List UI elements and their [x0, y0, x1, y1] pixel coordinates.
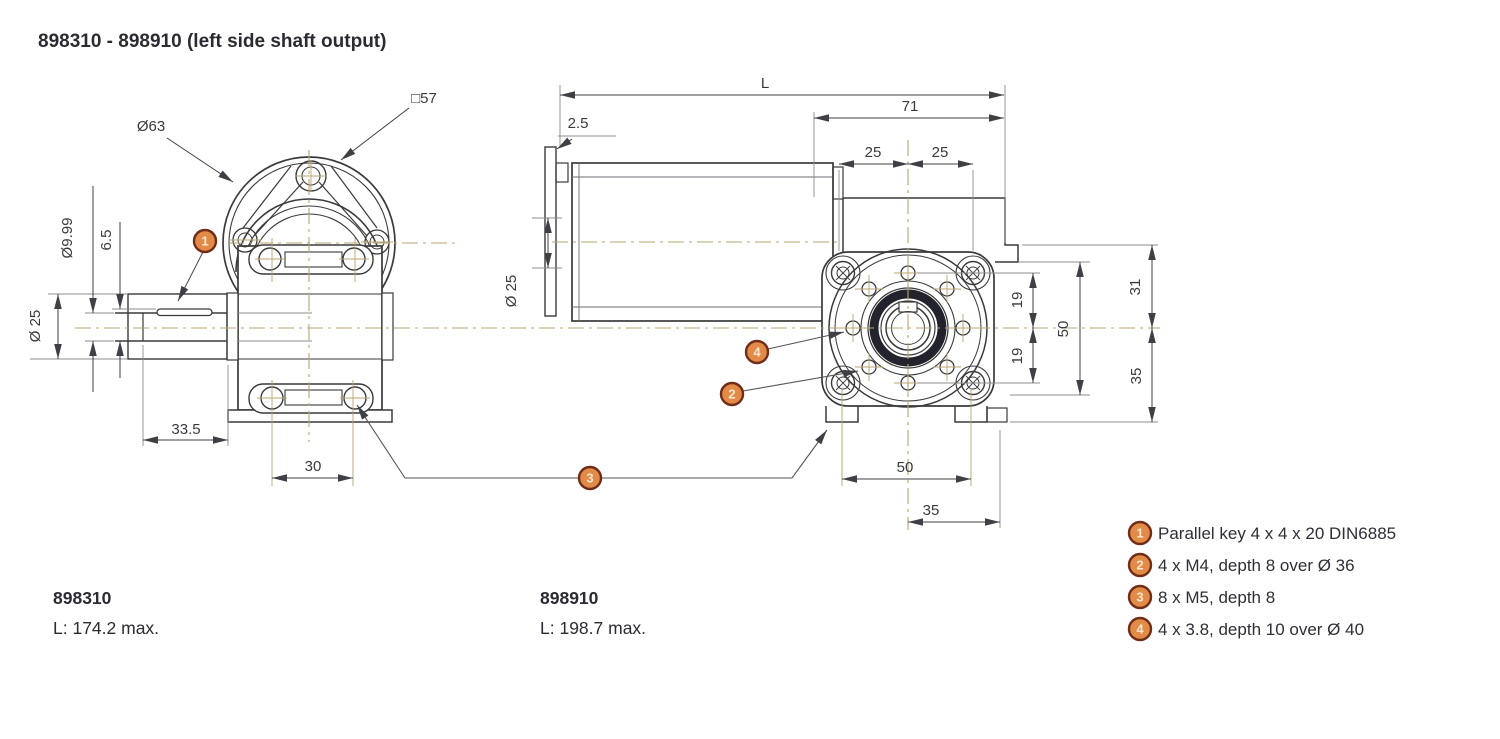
svg-text:4: 4: [753, 345, 761, 360]
bottom-mount-slots: [248, 383, 374, 414]
legend-text-2: 4 x M4, depth 8 over Ø 36: [1158, 556, 1355, 575]
svg-text:3: 3: [1136, 590, 1143, 605]
dim-key-offset: 6.5: [98, 230, 115, 251]
terminal-lug: [555, 162, 569, 183]
face-view-flange: [821, 248, 1008, 423]
callout-badge-4: 4: [744, 339, 770, 365]
dim-hole-pitch-lower: 19: [1009, 348, 1026, 365]
variant-labels: 898310 L: 174.2 max. 898910 L: 198.7 max…: [53, 588, 646, 638]
left-side-tab: [226, 292, 239, 361]
dim-hub-dia: Ø 25: [27, 310, 44, 343]
dim-hole-pitch-upper: 19: [1009, 292, 1026, 309]
dim-shaft-dia: Ø9.99: [59, 218, 76, 259]
motor-rear-cap: [544, 146, 557, 317]
worm-housing: [842, 197, 1019, 263]
variant-1-length: L: 174.2 max.: [53, 618, 159, 638]
dim-center-to-bottom: 35: [1128, 368, 1145, 385]
dim-slot-spacing: 30: [305, 458, 322, 475]
legend-badge-1: [1127, 520, 1153, 546]
svg-text:2: 2: [1136, 558, 1143, 573]
variant-2-length: L: 198.7 max.: [540, 618, 646, 638]
callout-badge-3: 3: [577, 465, 603, 491]
dim-shaft-length: 33.5: [171, 421, 200, 438]
dim-center-to-top: 31: [1127, 279, 1144, 296]
dim-gear-length: 71: [902, 98, 919, 115]
dim-boss-dia: Ø 25: [503, 275, 520, 308]
variant-2-model: 898910: [540, 588, 599, 608]
parallel-key: [156, 308, 213, 317]
dim-foot-offset: 35: [923, 502, 940, 519]
callout-badge-1: 1: [192, 228, 218, 254]
legend-item-3: 3 8 x M5, depth 8: [1127, 584, 1275, 610]
dim-square-size: □57: [411, 90, 437, 107]
centerlines: [75, 140, 1160, 530]
dim-flange-dia: Ø63: [137, 118, 165, 135]
dim-foot-spacing: 50: [897, 459, 914, 476]
legend-badge-4: [1127, 616, 1153, 642]
right-side-tab: [381, 292, 394, 361]
callout-badge-2: 2: [719, 381, 745, 407]
hole-crosshairs: [229, 160, 977, 399]
legend-badge-3: [1127, 584, 1153, 610]
flange-webs: [242, 165, 378, 237]
legend: 1 Parallel key 4 x 4 x 20 DIN6885 2 4 x …: [1127, 520, 1396, 642]
dim-hole-offset-left: 25: [865, 144, 882, 161]
svg-text:1: 1: [1136, 526, 1143, 541]
output-hub-boss: [127, 293, 228, 360]
dimensions: Ø9.99 6.5 Ø 25 33.5 30 Ø63 □57 L 71 2.5 …: [27, 75, 1156, 526]
top-mount-slots: [248, 244, 374, 275]
legend-item-1: 1 Parallel key 4 x 4 x 20 DIN6885: [1127, 520, 1396, 546]
dim-overall-length: L: [761, 75, 769, 92]
dim-hole-offset-right: 25: [932, 144, 949, 161]
callouts: 1 2 3 4: [177, 228, 859, 491]
output-shaft: [115, 312, 227, 342]
legend-item-4: 4 4 x 3.8, depth 10 over Ø 40: [1127, 616, 1364, 642]
legend-item-2: 2 4 x M4, depth 8 over Ø 36: [1127, 552, 1355, 578]
dim-cap-thickness: 2.5: [568, 115, 589, 132]
legend-text-4: 4 x 3.8, depth 10 over Ø 40: [1158, 620, 1364, 639]
extension-lines: [30, 85, 1158, 528]
svg-text:2: 2: [728, 387, 735, 402]
variant-1-model: 898310: [53, 588, 112, 608]
dim-bolt-span: 50: [1055, 321, 1072, 338]
legend-badge-2: [1127, 552, 1153, 578]
svg-text:1: 1: [201, 234, 208, 249]
mounting-feet: [825, 406, 1008, 423]
svg-text:3: 3: [586, 471, 593, 486]
svg-text:4: 4: [1136, 622, 1144, 637]
page-title: 898310 - 898910 (left side shaft output): [38, 31, 386, 52]
adapter-tab-top: [832, 166, 844, 200]
legend-text-1: Parallel key 4 x 4 x 20 DIN6885: [1158, 524, 1396, 543]
legend-text-3: 8 x M5, depth 8: [1158, 588, 1275, 607]
body-detail-lines: [238, 293, 382, 360]
